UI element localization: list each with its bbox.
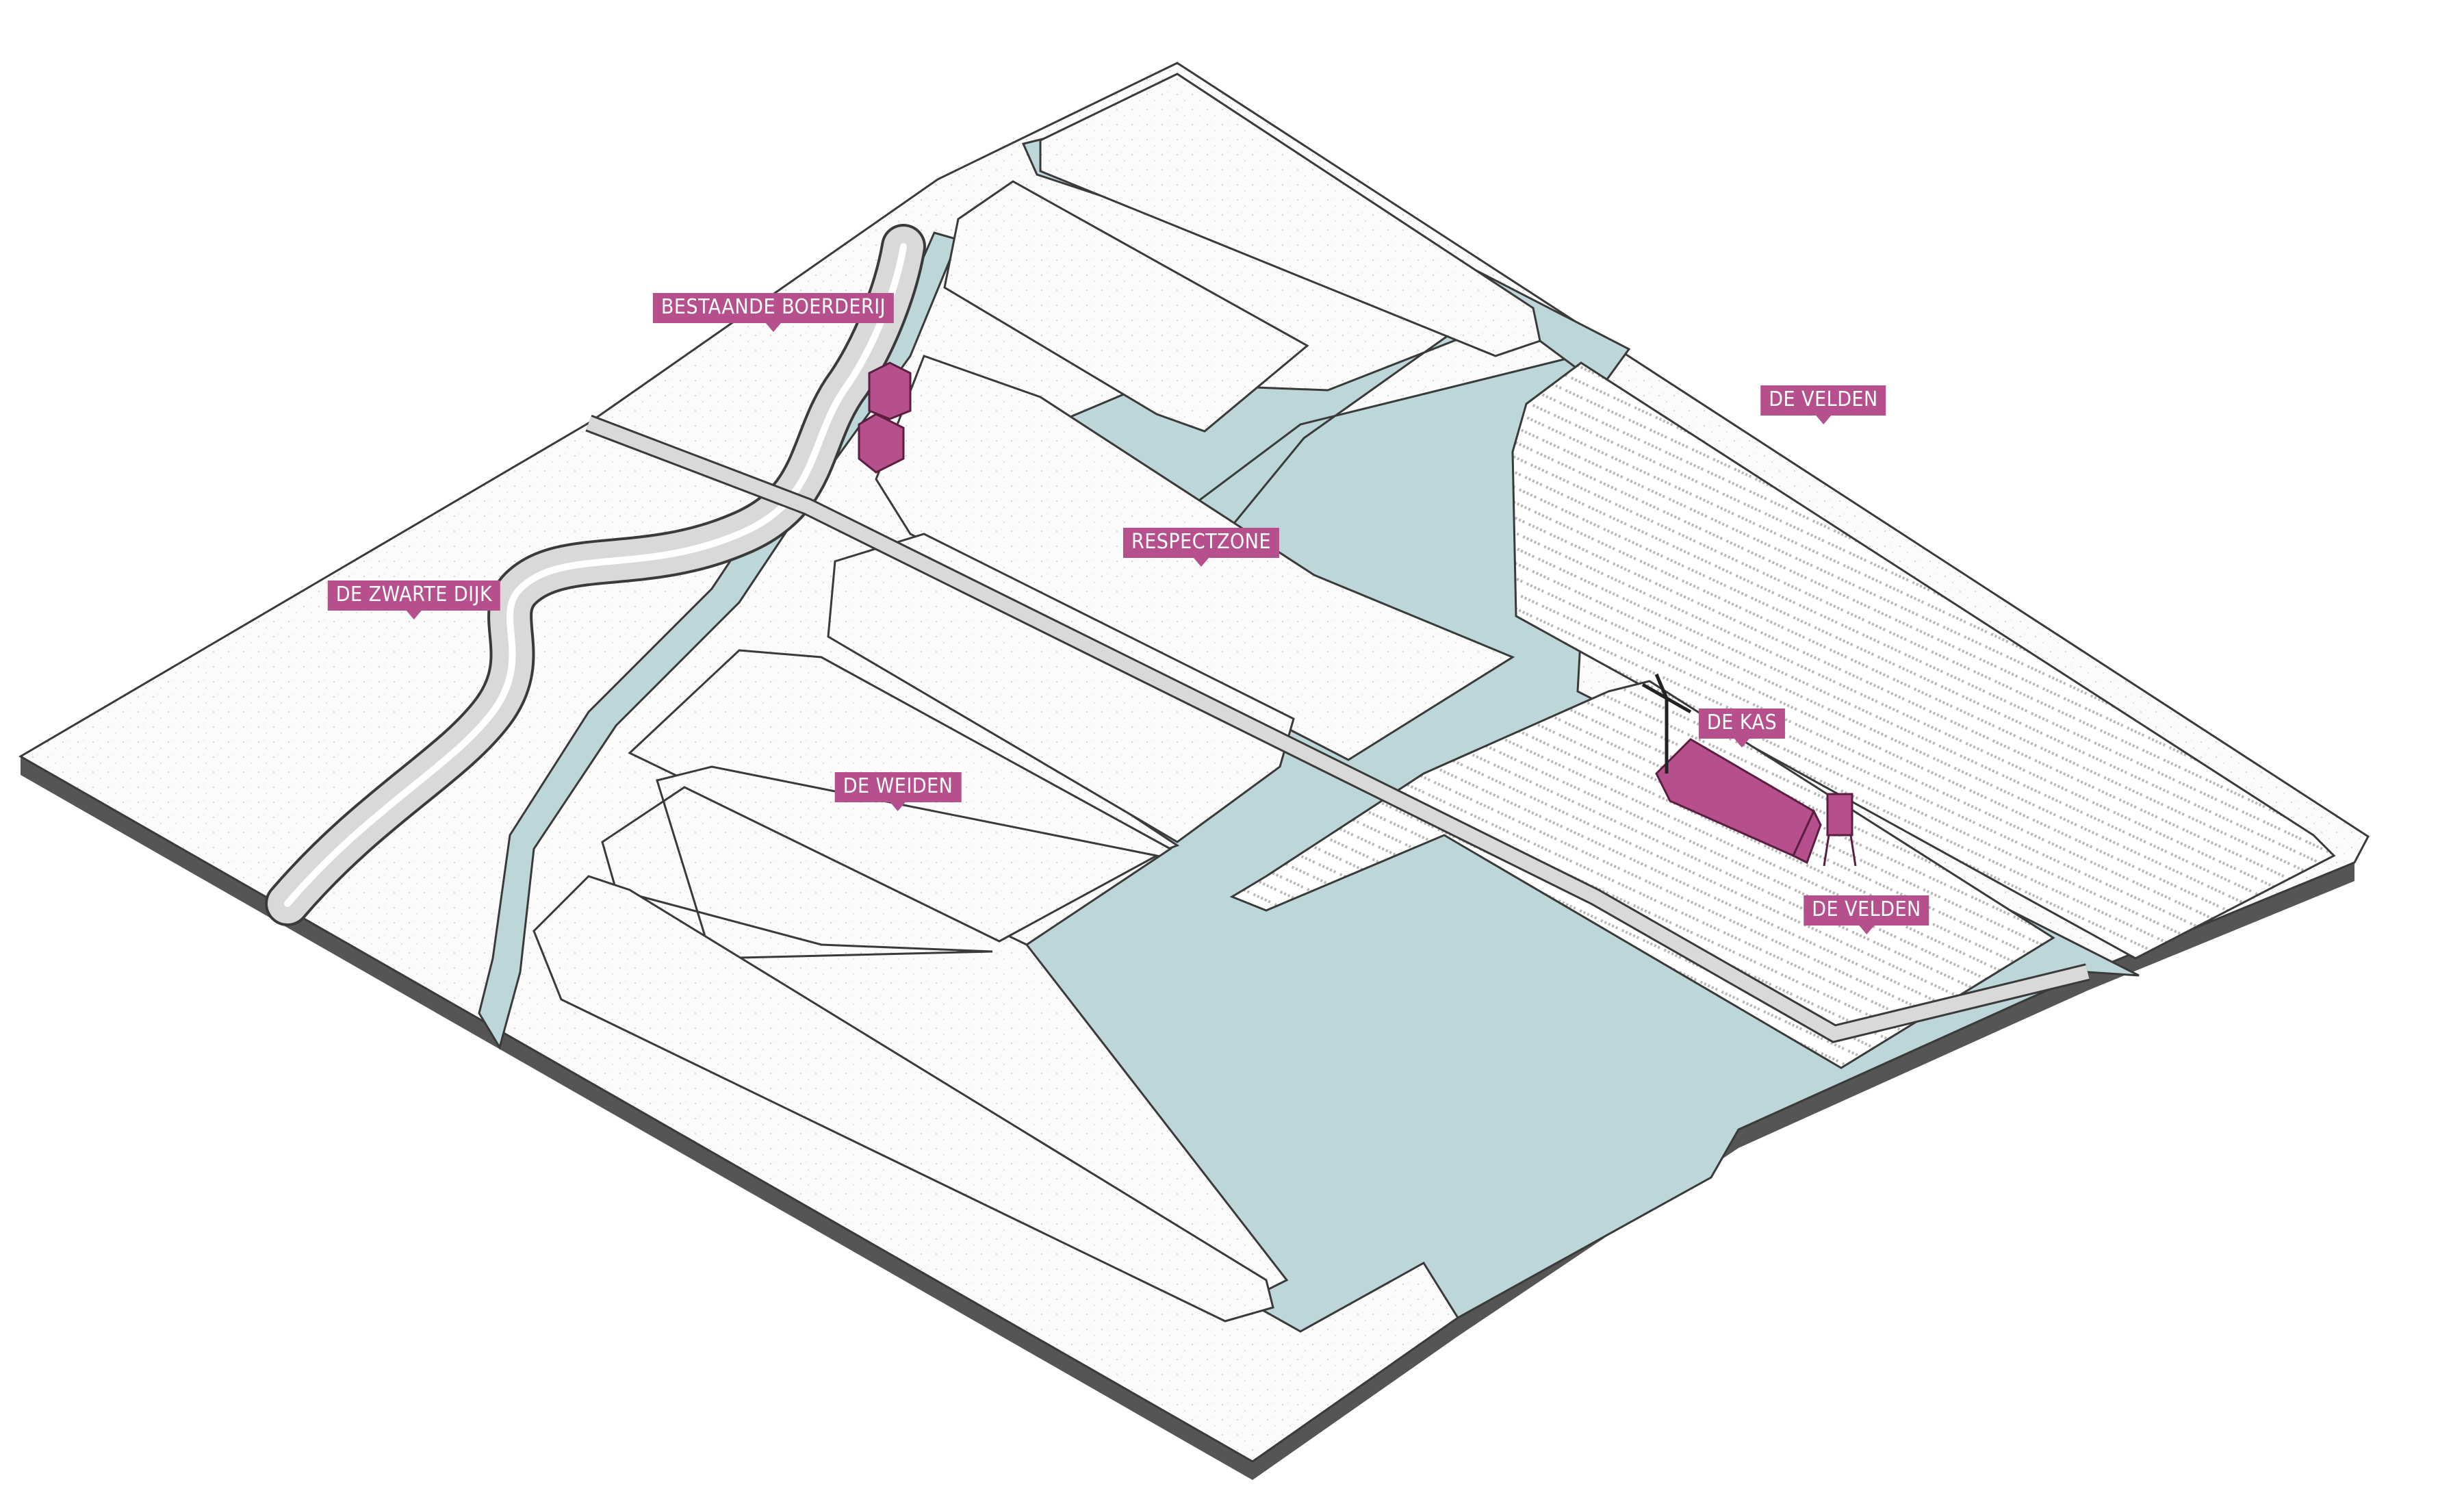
field-south: [532, 875, 1274, 1323]
greenhouse: [1655, 738, 1822, 865]
label-pointer: [407, 611, 422, 620]
farm-buildings: [858, 361, 912, 474]
label-de-zwarte-dijk: DE ZWARTE DIJK: [327, 580, 501, 620]
label-pointer: [1859, 926, 1874, 934]
label-pointer: [890, 802, 906, 811]
label-text: DE KAS: [1698, 709, 1786, 739]
windmill: [1641, 674, 1692, 774]
water-tower: [1823, 793, 1857, 867]
label-de-velden-south: DE VELDEN: [1804, 895, 1929, 934]
label-text: RESPECTZONE: [1122, 528, 1280, 558]
label-de-kas: DE KAS: [1698, 709, 1786, 748]
label-pointer: [1734, 739, 1749, 748]
label-de-weiden: DE WEIDEN: [834, 772, 962, 811]
label-pointer: [1816, 416, 1831, 424]
label-text: DE VELDEN: [1804, 895, 1929, 926]
label-respectzone: RESPECTZONE: [1122, 528, 1280, 567]
label-de-velden-north: DE VELDEN: [1760, 385, 1886, 424]
label-bestaande-boerderij: BESTAANDE BOERDERIJ: [652, 293, 895, 332]
label-pointer: [1194, 558, 1209, 567]
field-north-2: [943, 180, 1309, 433]
field-north-1: [1039, 73, 1541, 357]
crop-field-north: [1511, 361, 2336, 960]
label-text: DE ZWARTE DIJK: [327, 580, 501, 611]
label-text: DE VELDEN: [1760, 385, 1886, 416]
label-pointer: [765, 323, 781, 332]
label-text: DE WEIDEN: [834, 772, 962, 802]
label-text: BESTAANDE BOERDERIJ: [652, 293, 895, 323]
field-weiden: [601, 765, 1160, 960]
field-mid-1: [827, 533, 1295, 843]
